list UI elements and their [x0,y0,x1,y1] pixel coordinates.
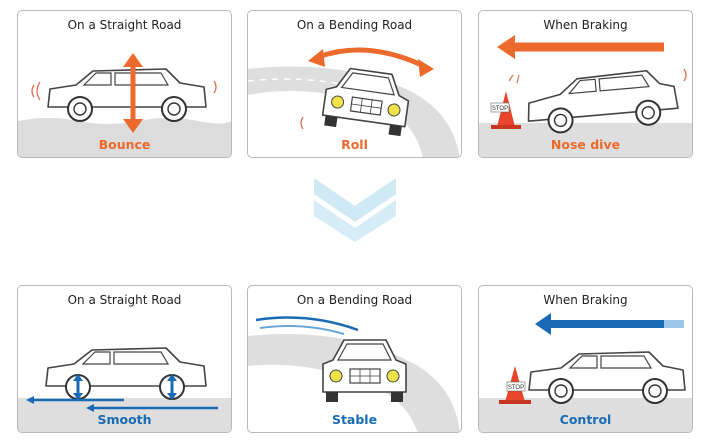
side-car-icon [528,351,686,404]
panel-bending-road-stable: On a Bending Road Stable [247,285,462,433]
panel-caption: Nose dive [550,137,621,152]
stop-sign-icon: STOP [506,381,526,392]
panel-straight-road-smooth: On a Straight Road Smooth [17,285,232,433]
panel-caption: Control [559,412,612,427]
panel-straight-road-bounce: On a Straight Road Bounce [17,10,232,158]
bumpy-road [18,118,231,157]
curved-road [248,334,460,432]
stop-sign-label: STOP [492,106,508,112]
bounce-illustration [18,53,231,157]
chevron-down-icon [314,178,396,242]
panel-title: When Braking [543,293,628,307]
side-car-icon [527,69,679,134]
panel-title: On a Bending Road [296,18,413,32]
front-car-icon [322,339,407,402]
panel-braking-control: STOP When Braking Control [478,285,693,433]
panel-caption: Bounce [98,137,151,152]
panel-title: On a Straight Road [67,18,182,32]
stop-sign-icon: STOP [490,102,510,113]
panel-title: When Braking [543,18,628,32]
panel-caption: Stable [331,412,378,427]
roll-illustration [248,47,460,157]
front-car-icon [321,67,410,137]
stable-illustration [248,316,460,432]
side-car-icon [47,68,207,122]
control-illustration: STOP [479,313,692,432]
panel-title: On a Straight Road [67,293,182,307]
stop-sign-label: STOP [508,385,524,391]
panel-title: On a Bending Road [296,293,413,307]
smooth-illustration [18,347,231,432]
road [18,398,231,432]
shock-absorber-icon [73,374,177,400]
panel-braking-nose-dive: STOP When Braking Nose dive [478,10,693,158]
panel-caption: Smooth [97,412,152,427]
panel-bending-road-roll: On a Bending Road Roll [247,10,462,158]
side-car-icon [45,347,207,400]
nose-dive-illustration: STOP [479,35,692,157]
panel-caption: Roll [341,137,368,152]
curved-road [248,66,460,157]
